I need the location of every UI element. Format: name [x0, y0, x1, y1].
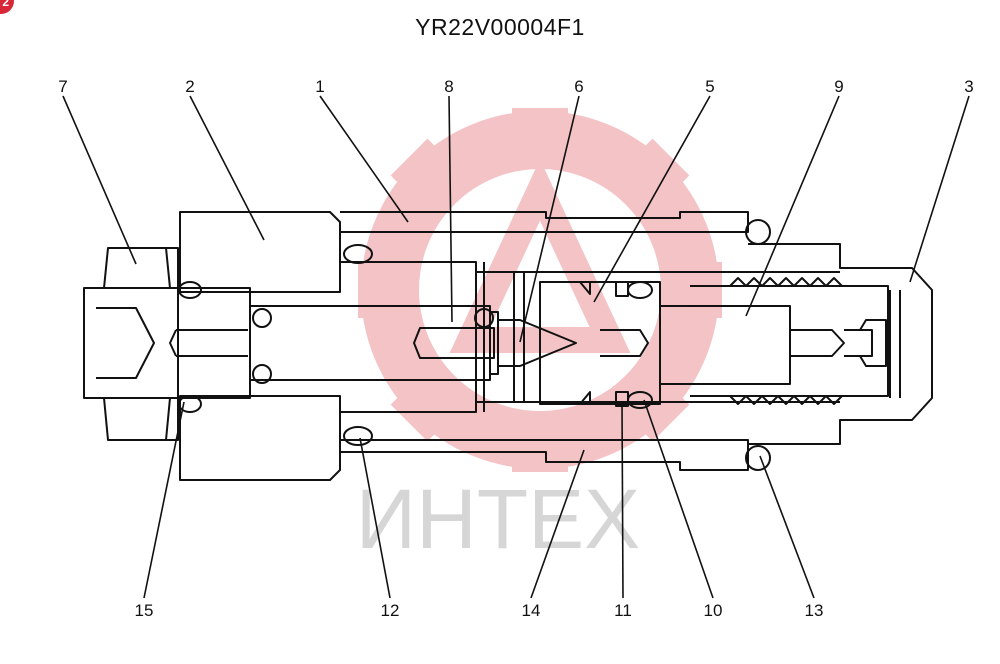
callout-12: 12: [381, 601, 400, 620]
callout-9: 9: [834, 77, 843, 96]
callout-13: 13: [805, 601, 824, 620]
callout-10: 10: [704, 601, 723, 620]
backup-ring: [615, 281, 629, 297]
callout-14: 14: [522, 601, 541, 620]
callout-8: 8: [444, 77, 453, 96]
adjuster-screw: [83, 287, 251, 399]
callout-labels: 1 2 3 5 6 7 8 9 10 11 12 13 14 15: [58, 77, 973, 620]
callout-2: 2: [185, 77, 194, 96]
o-ring: [627, 281, 653, 299]
o-ring-12: [343, 244, 373, 264]
part-number-title: YR22V00004F1: [415, 14, 585, 40]
watermark-text: ИНТЕХ: [356, 472, 640, 566]
main-housing: [179, 211, 341, 481]
leader-lines: [62, 95, 970, 599]
callout-11: 11: [614, 601, 632, 620]
push-rod: [249, 305, 491, 381]
callout-3: 3: [964, 77, 973, 96]
callout-7: 7: [58, 77, 67, 96]
callout-5: 5: [705, 77, 714, 96]
spring: [729, 277, 843, 287]
callout-6: 6: [574, 77, 583, 96]
end-cap: [748, 243, 933, 445]
hex-nut: [103, 247, 171, 441]
callout-15: 15: [135, 601, 154, 620]
o-ring-15: [178, 281, 202, 299]
callout-1: 1: [315, 77, 324, 96]
o-ring-13: [745, 219, 771, 245]
